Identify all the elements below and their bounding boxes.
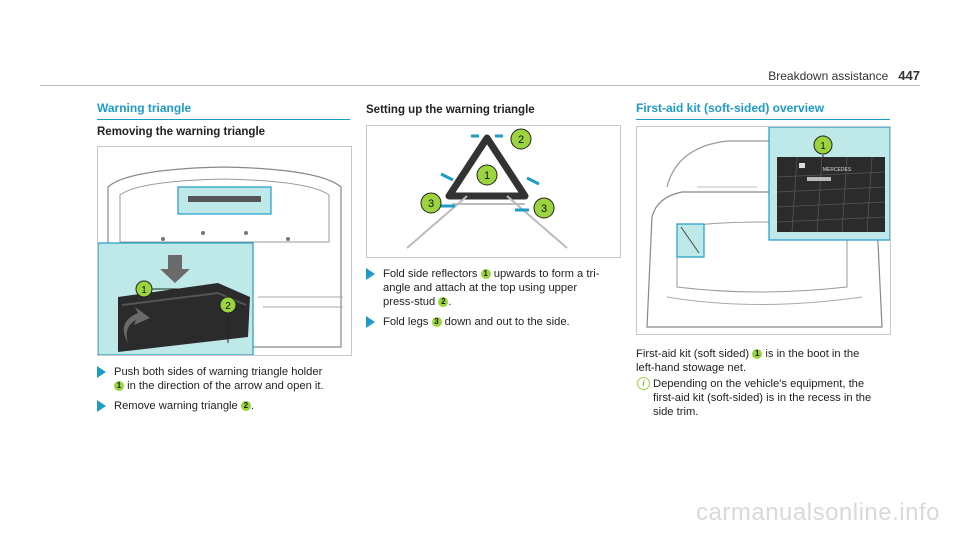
section-title-first-aid: First-aid kit (soft-sided) overview <box>636 101 825 115</box>
callout-1: 1 <box>476 164 498 186</box>
callout-ref-2: 2 <box>438 297 449 307</box>
section-rule-1 <box>97 119 350 120</box>
svg-text:1: 1 <box>820 141 826 152</box>
step-remove-triangle: Remove warning triangle 2. <box>97 399 354 413</box>
page-header: Breakdown assistance 447 <box>768 68 920 83</box>
subhead-setting-up: Setting up the warning triangle <box>366 104 535 116</box>
svg-text:3: 3 <box>541 203 547 215</box>
callout-ref-1: 1 <box>114 381 124 391</box>
step-fold-legs: Fold legs 3 down and out to the side. <box>366 315 623 329</box>
svg-text:MERCEDES: MERCEDES <box>823 167 852 173</box>
subhead-removing: Removing the warning triangle <box>97 126 266 138</box>
callout-1: 1 <box>135 280 153 298</box>
svg-text:1: 1 <box>141 285 147 296</box>
triangle-bullet-icon <box>366 268 375 280</box>
watermark: carmanualsonline.info <box>696 499 940 526</box>
info-icon: i <box>637 377 650 390</box>
svg-text:2: 2 <box>518 134 524 146</box>
svg-text:2: 2 <box>225 301 231 312</box>
callout-3-right: 3 <box>533 197 555 219</box>
svg-text:1: 1 <box>484 170 490 182</box>
callout-ref-3: 3 <box>431 317 442 327</box>
svg-text:3: 3 <box>428 198 434 210</box>
header-section: Breakdown assistance <box>768 69 889 83</box>
figure-first-aid-kit: MERCEDES 1 <box>636 126 891 335</box>
header-rule <box>40 85 920 86</box>
first-aid-description: First-aid kit (soft sided) 1 is in the b… <box>636 348 860 374</box>
section-title-warning-triangle: Warning triangle <box>97 101 192 115</box>
figure-boot-lid: 1 2 <box>97 146 352 356</box>
first-aid-note: i Depending on the vehicle's equipment, … <box>637 377 898 419</box>
triangle-bullet-icon <box>97 366 106 378</box>
page-number: 447 <box>898 68 920 83</box>
callout-ref-2: 2 <box>240 401 251 411</box>
step-fold-reflectors: Fold side reflectors 1 upwards to form a… <box>366 267 623 309</box>
callout-3-left: 3 <box>420 192 442 214</box>
callout-2: 2 <box>219 296 237 314</box>
callout-1: 1 <box>813 135 833 155</box>
triangle-bullet-icon <box>366 316 375 328</box>
figure-warning-triangle: 1 2 3 3 <box>366 125 621 258</box>
callout-ref-1: 1 <box>480 269 491 279</box>
callout-2: 2 <box>510 128 532 150</box>
step-push-holder: Push both sides of warning triangle hold… <box>97 365 354 393</box>
callout-ref-1: 1 <box>752 349 763 359</box>
section-rule-3 <box>636 119 890 120</box>
triangle-bullet-icon <box>97 400 106 412</box>
